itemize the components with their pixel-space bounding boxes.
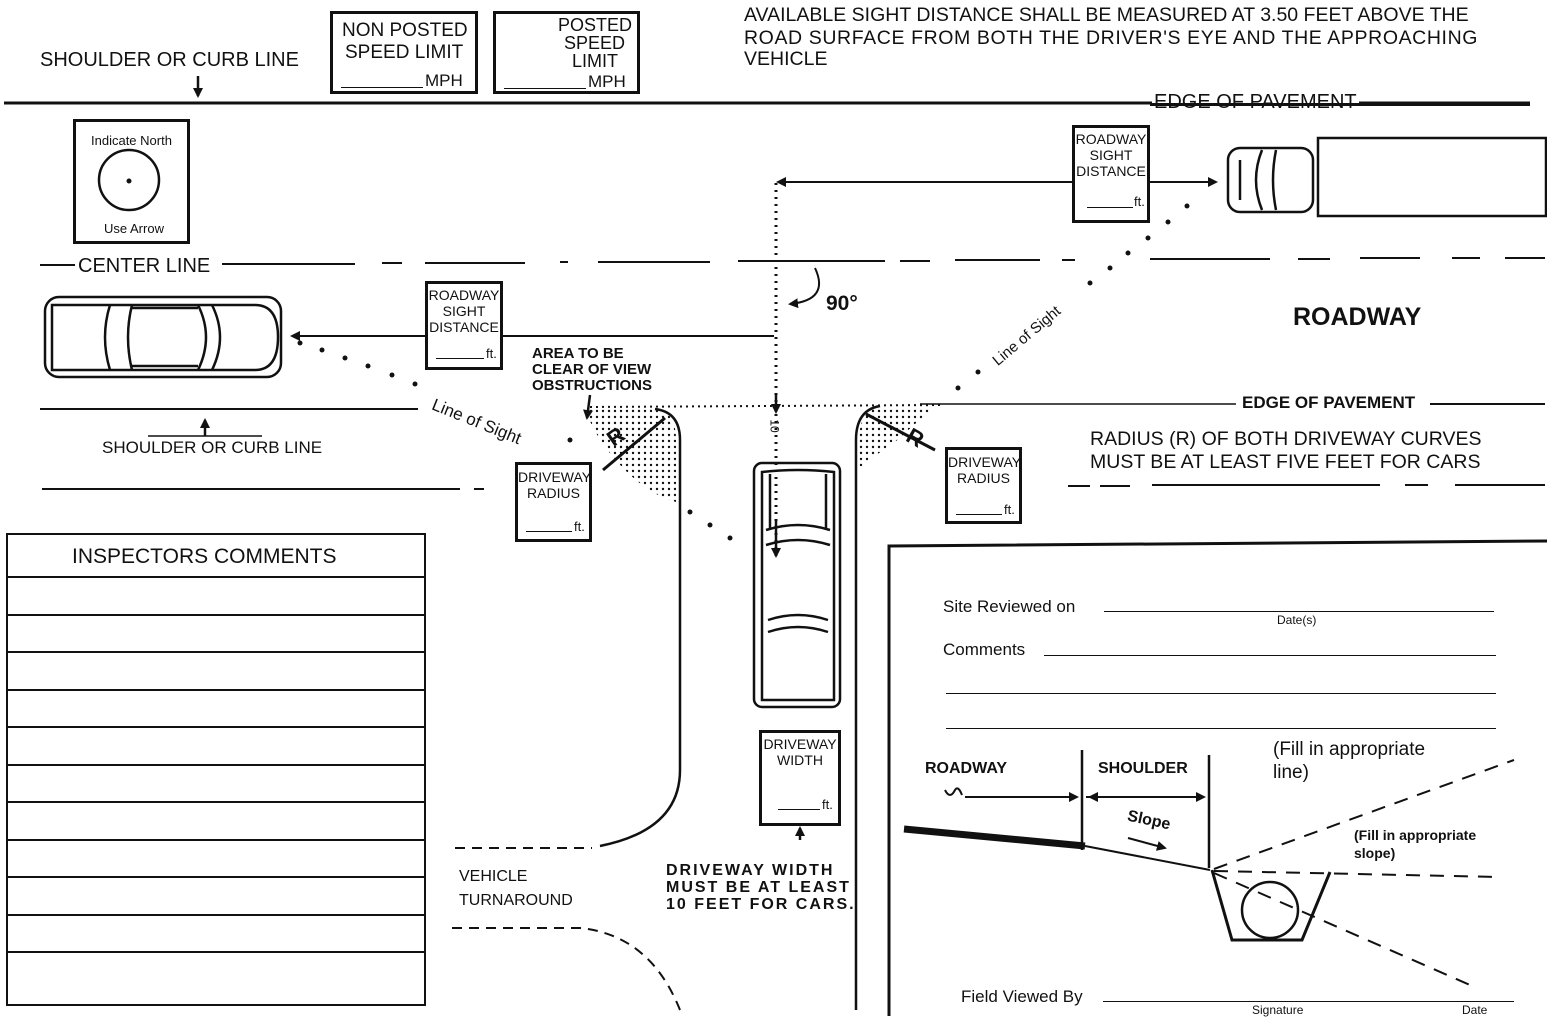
edge-of-pavement-top: EDGE OF PAVEMENT xyxy=(1152,91,1359,113)
comments-field-3[interactable] xyxy=(946,728,1496,729)
non-posted-speed-box: NON POSTED SPEED LIMIT MPH xyxy=(330,11,478,94)
field-viewed-label: Field Viewed By xyxy=(961,987,1083,1006)
driveway-curb-left xyxy=(599,407,682,848)
center-line-dashes xyxy=(40,257,1545,266)
radius-line-right xyxy=(865,412,936,452)
driveway-width-note: DRIVEWAY WIDTH MUST BE AT LEAST 10 FEET … xyxy=(666,862,856,913)
comment-line[interactable] xyxy=(8,613,424,616)
truck-right-icon xyxy=(1226,136,1547,218)
comment-line[interactable] xyxy=(8,876,424,878)
clear-area-left xyxy=(585,408,676,502)
comment-line[interactable] xyxy=(8,726,424,728)
comment-line[interactable] xyxy=(8,763,424,766)
roadway-sight-distance-right-box[interactable]: ROADWAY SIGHT DISTANCE ft. xyxy=(1072,125,1150,223)
north-compass-icon xyxy=(97,148,161,212)
angle-label: 90° xyxy=(826,292,858,315)
comment-line[interactable] xyxy=(8,576,424,578)
radius-note: RADIUS (R) OF BOTH DRIVEWAY CURVES MUST … xyxy=(1090,428,1482,473)
angle-arc xyxy=(788,267,820,309)
comments-field-2[interactable] xyxy=(946,693,1496,694)
shoulder-label-top: SHOULDER OR CURB LINE xyxy=(40,49,299,71)
cross-section xyxy=(903,750,1515,986)
sight-triangle-edge xyxy=(589,404,941,408)
driveway-radius-right-box[interactable]: DRIVEWAY RADIUS ft. xyxy=(945,447,1022,524)
driveway-radius-left-box[interactable]: DRIVEWAY RADIUS ft. xyxy=(515,462,592,542)
posted-speed-box[interactable]: POSTED SPEED LIMIT MPH xyxy=(493,11,640,94)
date-label: Date xyxy=(1462,1003,1488,1017)
north-indicator-box[interactable]: Indicate North Use Arrow xyxy=(73,119,190,244)
edge-of-pavement-bottom: EDGE OF PAVEMENT xyxy=(1240,393,1418,412)
driveway-mark: 10 xyxy=(767,419,782,433)
fill-slope-note: (Fill in appropriate slope) xyxy=(1354,827,1477,861)
site-reviewed-label: Site Reviewed on xyxy=(943,597,1076,616)
sight-note-line2: ROAD SURFACE FROM BOTH THE DRIVER'S EYE … xyxy=(744,27,1479,49)
comment-line[interactable] xyxy=(8,801,424,803)
area-clear-label: AREA TO BE CLEAR OF VIEW OBSTRUCTIONS xyxy=(532,345,652,394)
comments-label: Comments xyxy=(943,640,1026,659)
comment-line[interactable] xyxy=(8,688,424,691)
comment-line[interactable] xyxy=(8,951,424,953)
review-panel-frame xyxy=(887,539,1547,1016)
comment-line[interactable] xyxy=(8,838,424,841)
cross-section-roadway-label: ROADWAY xyxy=(925,760,1008,777)
radius-line-left xyxy=(602,416,666,472)
line-of-sight-left xyxy=(297,340,733,541)
car-left-icon xyxy=(43,295,283,379)
field-viewed-signature-field[interactable] xyxy=(1103,1001,1514,1002)
sight-note-line3: VEHICLE xyxy=(744,48,828,70)
comments-field-1[interactable] xyxy=(1044,655,1496,656)
car-driveway-icon xyxy=(752,461,842,709)
inspectors-comments-title: INSPECTORS COMMENTS xyxy=(72,545,337,568)
turnaround-dashes xyxy=(452,847,681,1011)
roadway-label: ROADWAY xyxy=(1293,303,1422,331)
inspectors-comments-panel: INSPECTORS COMMENTS xyxy=(6,533,426,1006)
driveway-width-box[interactable]: DRIVEWAY WIDTH ft. xyxy=(759,730,841,826)
vehicle-turnaround-label: VEHICLE TURNAROUND xyxy=(459,868,573,909)
shoulder-label-mid: SHOULDER OR CURB LINE xyxy=(102,438,323,457)
comment-line[interactable] xyxy=(8,913,424,916)
date-s-label: Date(s) xyxy=(1277,613,1317,627)
roadway-sight-distance-left-box[interactable]: ROADWAY SIGHT DISTANCE ft. xyxy=(425,281,503,370)
line-of-sight-right xyxy=(955,203,1190,391)
signature-label: Signature xyxy=(1252,1003,1304,1017)
comment-line[interactable] xyxy=(8,651,424,653)
center-line-label: CENTER LINE xyxy=(78,255,211,277)
clear-area-right xyxy=(858,406,935,470)
site-reviewed-field[interactable] xyxy=(1104,611,1494,612)
fill-line-note: (Fill in appropriate line) xyxy=(1273,739,1426,783)
sight-note-line1: AVAILABLE SIGHT DISTANCE SHALL BE MEASUR… xyxy=(744,4,1469,26)
driveway-curb-right xyxy=(854,404,881,1010)
cross-section-shoulder-label: SHOULDER xyxy=(1098,760,1188,777)
